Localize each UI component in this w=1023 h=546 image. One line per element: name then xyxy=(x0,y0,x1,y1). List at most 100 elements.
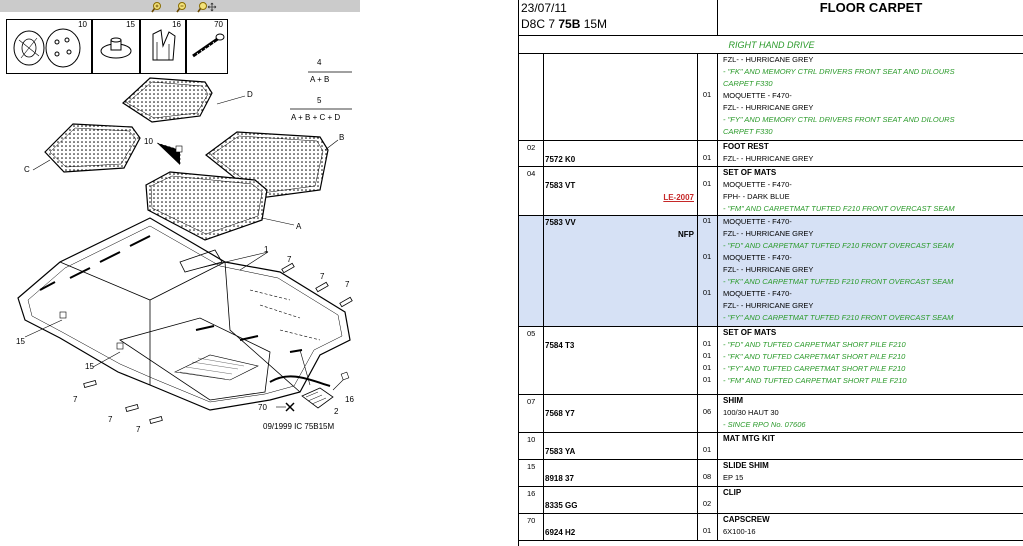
quantity: 02 xyxy=(702,499,712,508)
table-row[interactable]: 7583 VV NFP MOQUETTE - F470- FZL- - HURRICA… xyxy=(519,216,1023,327)
figure-number: 07 xyxy=(527,397,536,406)
figure-number: 70 xyxy=(527,516,536,525)
nfp-flag: NFP xyxy=(678,230,694,239)
quantity: 01 xyxy=(702,526,712,535)
diagram-label-B: B xyxy=(339,133,345,142)
fitment-note: - "FY" AND CARPETMAT TUFTED F210 FRONT O… xyxy=(723,313,954,322)
part-reference[interactable]: 7583 YA xyxy=(545,447,576,456)
table-row[interactable]: 16 8335 GG CLIP 02 xyxy=(519,487,1023,514)
fitment-note: CARPET F330 xyxy=(723,127,773,136)
thumbnail-number: 16 xyxy=(172,20,181,29)
part-reference[interactable]: 7583 VV xyxy=(545,218,576,227)
part-reference[interactable]: 7584 T3 xyxy=(545,341,575,350)
zoom-pan-icon[interactable] xyxy=(197,0,217,13)
thumbnail-number: 15 xyxy=(126,20,135,29)
figure-number: 15 xyxy=(527,462,536,471)
column-divider xyxy=(697,54,698,140)
spec-line: EP 15 xyxy=(723,473,744,482)
quantity: 06 xyxy=(702,407,712,416)
column-divider xyxy=(697,460,698,486)
part-name: SHIM xyxy=(723,396,743,405)
part-reference[interactable]: 7572 K0 xyxy=(545,155,576,164)
header-code: D8C 7 75B 15M xyxy=(521,17,608,31)
quantity: 08 xyxy=(702,472,712,481)
column-divider xyxy=(543,141,544,166)
applicability-link[interactable]: LE-2007 xyxy=(663,193,694,202)
exploded-view-diagram xyxy=(17,71,353,424)
zoom-in-icon[interactable] xyxy=(150,0,164,13)
fitment-note: - "FY" AND TUFTED CARPETMAT SHORT PILE F… xyxy=(723,364,906,373)
column-divider xyxy=(697,395,698,432)
diagram-label-7: 7 xyxy=(320,272,325,281)
part-description: SLIDE SHIM EP 15 xyxy=(723,460,1023,484)
diagram-pane: 10 15 16 70 xyxy=(0,0,362,546)
part-reference[interactable]: 6924 H2 xyxy=(545,528,576,537)
diagram-label-A: A xyxy=(296,222,302,231)
header-date: 23/07/11 xyxy=(521,1,567,15)
spec-line xyxy=(723,499,1023,511)
thumbnail-16[interactable]: 16 xyxy=(140,19,186,74)
thumbnail-10[interactable]: 10 xyxy=(6,19,92,74)
thumbnail-15[interactable]: 15 xyxy=(92,19,140,74)
fitment-note: - "FK" AND MEMORY CTRL DRIVERS FRONT SEA… xyxy=(723,67,955,76)
spec-line: FZL- - HURRICANE GREY xyxy=(723,103,814,112)
part-reference[interactable]: 7583 VT xyxy=(545,181,576,190)
column-divider xyxy=(543,433,544,459)
diagram-caption: 09/1999 IC 75B15M xyxy=(263,422,335,431)
quantity: 01 xyxy=(702,445,712,454)
part-reference[interactable]: 7568 Y7 xyxy=(545,409,575,418)
parts-table: FZL- - HURRICANE GREY - "FK" AND MEMORY C… xyxy=(519,54,1023,546)
page-title: FLOOR CARPET xyxy=(819,0,923,15)
diagram-label-10: 10 xyxy=(144,137,153,146)
spec-line: 6X100-16 xyxy=(723,527,756,536)
spec-line: MOQUETTE - F470- xyxy=(723,217,792,226)
quantity: 01 xyxy=(702,375,712,384)
fitment-note: - "FK" AND TUFTED CARPETMAT SHORT PILE F… xyxy=(723,352,906,361)
column-divider xyxy=(543,487,544,513)
figure-number: 02 xyxy=(527,143,536,152)
diagram-label-4: 4 xyxy=(317,58,322,67)
column-divider xyxy=(543,514,544,540)
table-row[interactable]: 15 8918 37 SLIDE SHIM EP 15 08 xyxy=(519,460,1023,487)
column-divider xyxy=(717,487,718,513)
part-name: SLIDE SHIM xyxy=(723,461,769,470)
column-divider xyxy=(543,54,544,140)
part-name: CLIP xyxy=(723,488,742,497)
thumbnail-70[interactable]: 70 xyxy=(186,19,228,74)
figure-number: 16 xyxy=(527,489,536,498)
figure-number: 10 xyxy=(527,435,536,444)
parts-header: 23/07/11 D8C 7 75B 15M FLOOR CARPET xyxy=(519,0,1023,36)
part-reference[interactable]: 8335 GG xyxy=(545,501,578,510)
part-name: MAT MTG KIT xyxy=(723,434,775,443)
spec-line: MOQUETTE - F470- xyxy=(723,180,792,189)
fitment-note: - "FK" AND CARPETMAT TUFTED F210 FRONT O… xyxy=(723,277,954,286)
part-name: SET OF MATS xyxy=(723,328,777,337)
fitment-note: - SINCE RPO No. 07606 xyxy=(723,420,806,429)
quantity: 01 xyxy=(702,90,712,99)
part-reference[interactable]: 8918 37 xyxy=(545,474,574,483)
part-description: CLIP xyxy=(723,487,1023,511)
column-divider xyxy=(717,167,718,215)
diagram-label-ab: A + B xyxy=(310,75,330,84)
table-row[interactable]: 10 7583 YA MAT MTG KIT 01 xyxy=(519,433,1023,460)
part-description: SET OF MATS- "FD" AND TUFTED CARPETMAT S… xyxy=(723,327,1023,387)
diagram-label-15: 15 xyxy=(85,362,94,371)
parts-list-pane: 23/07/11 D8C 7 75B 15M FLOOR CARPET RIGH… xyxy=(518,0,1023,546)
diagram-label-2: 2 xyxy=(334,407,339,416)
zoom-out-icon[interactable] xyxy=(175,0,189,13)
diagram-label-1: 1 xyxy=(264,245,269,254)
spec-line: FZL- - HURRICANE GREY xyxy=(723,301,814,310)
table-row[interactable]: FZL- - HURRICANE GREY - "FK" AND MEMORY C… xyxy=(519,54,1023,141)
diagram-label-7: 7 xyxy=(108,415,113,424)
spec-line: FZL- - HURRICANE GREY xyxy=(723,154,814,163)
fitment-note: - "FY" AND MEMORY CTRL DRIVERS FRONT SEA… xyxy=(723,115,955,124)
spec-line: MOQUETTE - F470- xyxy=(723,91,792,100)
diagram-label-5: 5 xyxy=(317,96,322,105)
part-description: MOQUETTE - F470- FZL- - HURRICANE GREY - "… xyxy=(723,216,1023,324)
